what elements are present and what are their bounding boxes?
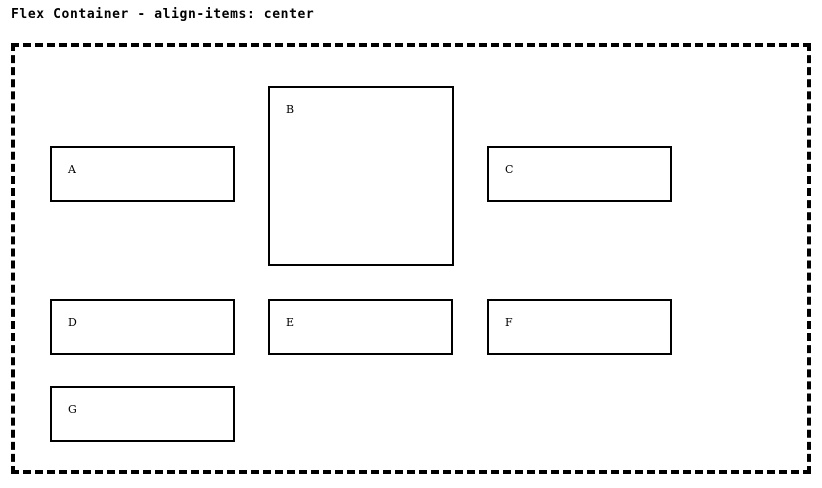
flex-item-b[interactable]: B	[268, 86, 454, 266]
page-title: Flex Container - align-items: center	[11, 7, 315, 22]
flex-item-label: F	[505, 316, 513, 329]
flex-item-label: C	[505, 163, 514, 176]
flex-item-a[interactable]: A	[50, 146, 235, 202]
flex-item-label: G	[68, 403, 77, 416]
flex-container: A B C D E F G	[11, 43, 811, 474]
flex-item-label: B	[286, 103, 295, 116]
flex-item-d[interactable]: D	[50, 299, 235, 355]
flex-item-g[interactable]: G	[50, 386, 235, 442]
flex-item-label: A	[68, 163, 76, 176]
flex-item-c[interactable]: C	[487, 146, 672, 202]
flex-item-e[interactable]: E	[268, 299, 453, 355]
flex-item-label: D	[68, 316, 77, 329]
flex-item-label: E	[286, 316, 295, 329]
flex-item-f[interactable]: F	[487, 299, 672, 355]
